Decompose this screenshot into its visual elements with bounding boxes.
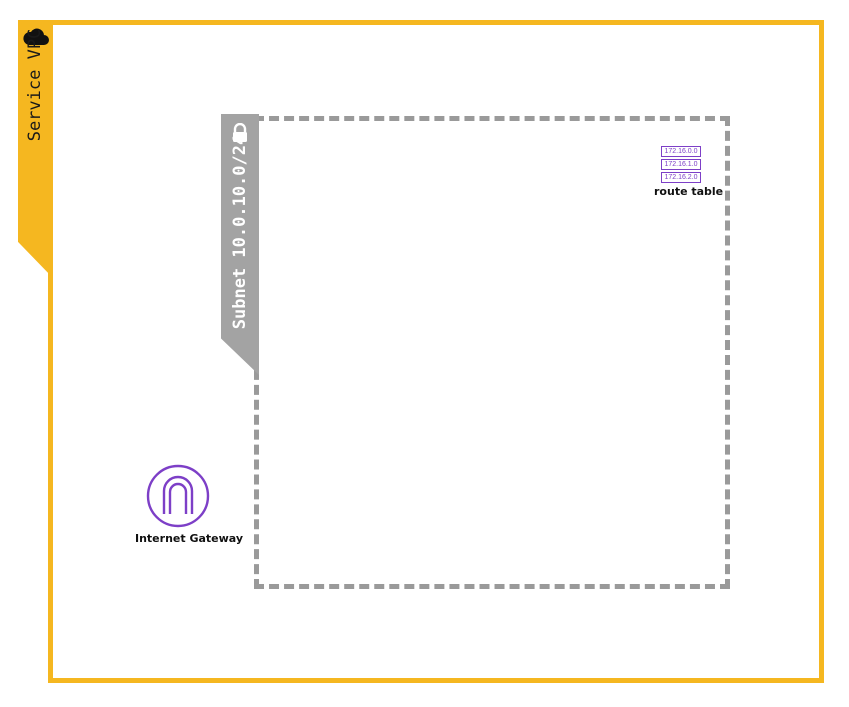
vpc-container: [48, 20, 824, 683]
route-table-entry: 172.16.0.0: [661, 146, 701, 157]
cloud-icon: [23, 28, 49, 45]
subnet-label: Subnet 10.0.10.0/24: [230, 134, 250, 330]
vpc-label-tab: [18, 20, 53, 278]
subnet-label-tab: [221, 114, 259, 375]
route-table-entry: 172.16.2.0: [661, 172, 701, 183]
route-table-caption: route table: [654, 185, 724, 198]
route-table-entry: 172.16.1.0: [661, 159, 701, 170]
internet-gateway-caption: Internet Gateway: [135, 532, 244, 545]
internet-gateway-icon[interactable]: [145, 463, 211, 529]
route-table-icon[interactable]: 172.16.0.0 172.16.1.0 172.16.2.0: [661, 146, 701, 185]
lock-icon: [233, 123, 247, 142]
vpc-label: Service VPC: [25, 28, 45, 142]
